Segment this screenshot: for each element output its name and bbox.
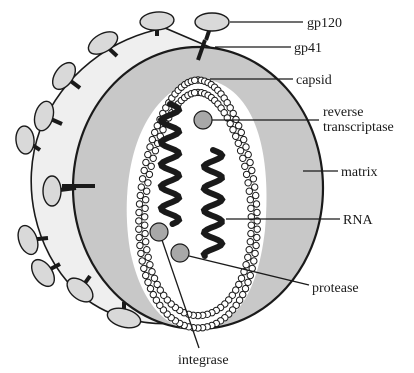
protease-particle <box>171 244 189 262</box>
gp120-knob <box>43 176 61 206</box>
label-integrase: integrase <box>178 353 229 368</box>
capsid-bead <box>254 234 260 240</box>
capsid-bead <box>138 250 144 256</box>
capsid-bead <box>238 129 244 135</box>
capsid-bead <box>137 192 143 198</box>
gp120-knob <box>15 125 35 154</box>
capsid-bead <box>146 171 152 177</box>
capsid-bead <box>236 123 242 129</box>
label-reverse: reverse <box>323 105 363 120</box>
capsid-bead <box>245 254 251 260</box>
capsid-bead <box>142 205 148 211</box>
capsid-bead <box>247 272 253 278</box>
capsid-bead <box>245 279 251 285</box>
capsid-bead <box>145 254 151 260</box>
capsid-bead <box>142 230 148 236</box>
capsid-bead <box>147 262 153 268</box>
capsid-bead <box>151 275 157 281</box>
capsid-bead <box>230 127 236 133</box>
label-rna: RNA <box>343 213 373 228</box>
capsid-bead <box>154 281 160 287</box>
capsid-bead <box>152 129 158 135</box>
capsid-bead <box>136 218 142 224</box>
capsid-bead <box>136 209 142 215</box>
capsid-bead <box>254 209 260 215</box>
capsid-bead <box>235 140 241 146</box>
capsid-bead <box>136 226 142 232</box>
capsid-bead <box>136 201 142 207</box>
label-transcriptase: transcriptase <box>323 120 394 135</box>
capsid-bead <box>143 239 149 245</box>
capsid-bead <box>237 148 243 154</box>
capsid-bead <box>253 242 259 248</box>
capsid-bead <box>240 155 246 161</box>
capsid-bead <box>247 197 253 203</box>
capsid-bead <box>233 133 239 139</box>
capsid-bead <box>152 148 158 154</box>
label-protease: protease <box>312 281 359 296</box>
capsid-bead <box>254 226 260 232</box>
capsid-bead <box>253 192 259 198</box>
capsid-bead <box>139 258 145 264</box>
capsid-bead <box>246 247 252 253</box>
capsid-bead <box>243 171 249 177</box>
capsid-bead <box>149 269 155 275</box>
integrase-particle <box>150 223 168 241</box>
capsid-bead <box>246 188 252 194</box>
capsid-bead <box>142 222 148 228</box>
capsid-bead <box>136 234 142 240</box>
capsid-bead <box>230 110 236 116</box>
capsid-bead <box>141 265 147 271</box>
capsid-bead <box>242 285 248 291</box>
capsid-bead <box>248 222 254 228</box>
capsid-bead <box>144 247 150 253</box>
capsid-bead <box>243 262 249 268</box>
capsid-bead <box>143 272 149 278</box>
gp120-knob <box>195 13 229 31</box>
label-gp41: gp41 <box>294 41 322 56</box>
capsid-bead <box>227 120 233 126</box>
label-gp120: gp120 <box>307 16 342 31</box>
capsid-bead <box>148 163 154 169</box>
capsid-bead <box>248 205 254 211</box>
capsid-bead <box>160 127 166 133</box>
capsid-bead <box>247 239 253 245</box>
capsid-bead <box>145 279 151 285</box>
capsid-bead <box>142 214 148 220</box>
capsid-bead <box>191 90 197 96</box>
gp120-knob <box>139 11 174 32</box>
label-matrix: matrix <box>341 165 378 180</box>
capsid-bead <box>238 275 244 281</box>
capsid-bead <box>245 180 251 186</box>
capsid-bead <box>253 201 259 207</box>
capsid-bead <box>144 188 150 194</box>
capsid-bead <box>251 258 257 264</box>
capsid-bead <box>147 285 153 291</box>
capsid-bead <box>248 230 254 236</box>
capsid-bead <box>252 250 258 256</box>
capsid-bead <box>143 197 149 203</box>
label-capsid: capsid <box>296 73 332 88</box>
capsid-bead <box>242 163 248 169</box>
capsid-bead <box>150 291 156 297</box>
capsid-bead <box>150 155 156 161</box>
capsid-bead <box>137 242 143 248</box>
reverse-transcriptase-particle <box>194 111 212 129</box>
capsid-bead <box>145 180 151 186</box>
capsid-bead <box>192 77 198 83</box>
